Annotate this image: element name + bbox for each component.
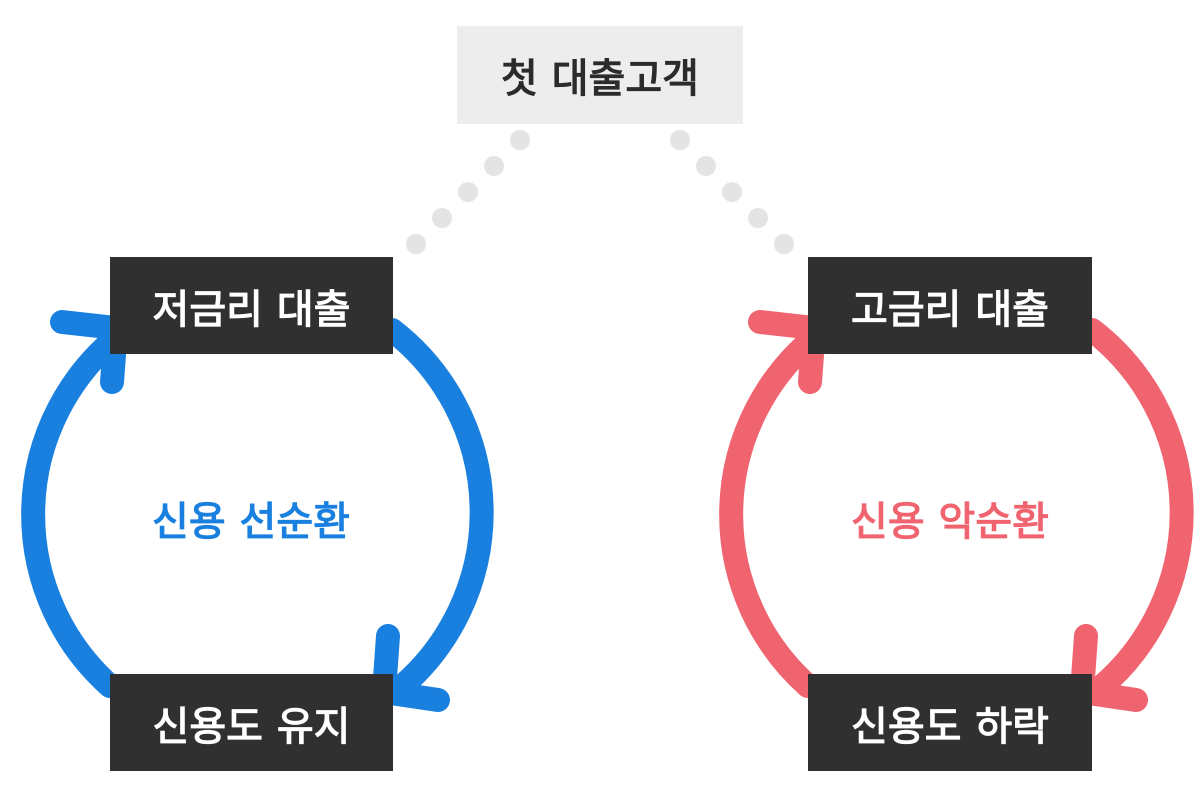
good-cycle-arc-left [21, 324, 130, 698]
dotted-connector-left [406, 130, 530, 254]
first-loan-customer-label: 첫 대출고객 [501, 56, 699, 102]
first-loan-customer-box: 첫 대출고객 [457, 26, 743, 124]
good-cycle-bottom-node-label: 신용도 유지 [152, 703, 351, 750]
dotted-connector-right [670, 130, 794, 254]
bad-cycle-bottom-node-label: 신용도 하락 [851, 703, 1049, 750]
good-cycle-arc-right [380, 318, 494, 700]
good-cycle-top-node: 저금리 대출 [110, 257, 393, 354]
bad-cycle-top-node: 고금리 대출 [808, 257, 1092, 354]
bad-cycle-bottom-node: 신용도 하락 [808, 674, 1092, 771]
good-cycle-title: 신용 선순환 [152, 499, 350, 545]
bad-cycle-top-node-label: 고금리 대출 [851, 286, 1049, 333]
good-cycle-top-node-label: 저금리 대출 [152, 286, 351, 333]
bad-cycle-arc-left [719, 324, 828, 698]
good-cycle-bottom-node: 신용도 유지 [110, 674, 393, 771]
bad-cycle-title: 신용 악순환 [851, 499, 1049, 545]
bad-cycle-arc-right [1080, 318, 1194, 700]
